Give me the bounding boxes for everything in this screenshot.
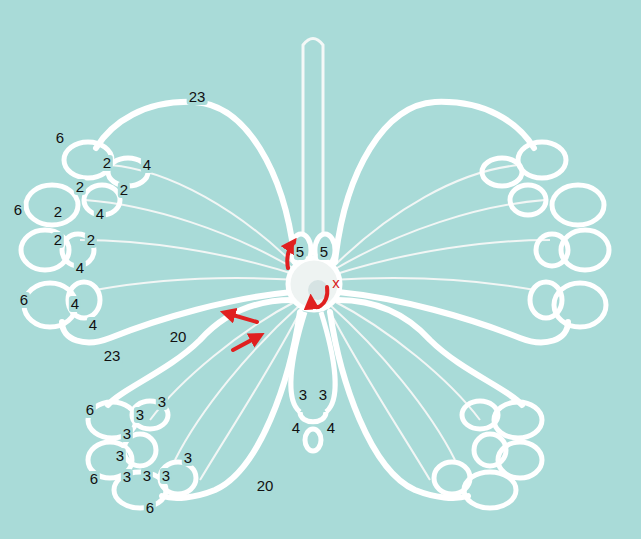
direction-arrows <box>226 243 327 350</box>
callout-number: 3 <box>114 448 126 464</box>
callout-number: 2 <box>74 179 86 195</box>
callout-number: 6 <box>144 500 156 516</box>
body-ring <box>288 258 340 310</box>
callout-number: 20 <box>168 329 189 345</box>
callout-number: 6 <box>54 130 66 146</box>
callout-number: 4 <box>141 157 153 173</box>
callout-number: 2 <box>52 204 64 220</box>
right-wings <box>328 102 609 508</box>
callout-number: 6 <box>18 292 30 308</box>
start-mark: x <box>330 275 342 291</box>
callout-number: 3 <box>121 426 133 442</box>
callout-number: 3 <box>182 450 194 466</box>
callout-number: 4 <box>290 420 302 436</box>
callout-number: 2 <box>118 182 130 198</box>
callout-number: 6 <box>88 471 100 487</box>
callout-number: 3 <box>121 469 133 485</box>
callout-number: 23 <box>187 89 208 105</box>
callout-number: 2 <box>52 232 64 248</box>
hanging-loop <box>303 39 323 236</box>
callout-number: 5 <box>318 244 330 260</box>
callout-number: 4 <box>74 260 86 276</box>
callout-number: 4 <box>94 206 106 222</box>
left-wings <box>21 102 302 508</box>
callout-number: 3 <box>297 387 309 403</box>
callout-number: 4 <box>69 296 81 312</box>
callout-number: 2 <box>101 155 113 171</box>
callout-number: 6 <box>84 402 96 418</box>
callout-number: 4 <box>87 317 99 333</box>
callout-number: 3 <box>156 394 168 410</box>
callout-number: 3 <box>160 468 172 484</box>
callout-number: 3 <box>141 468 153 484</box>
callout-number: 23 <box>102 348 123 364</box>
callout-number: 6 <box>12 202 24 218</box>
callout-number: 20 <box>255 478 276 494</box>
callout-number: 4 <box>325 420 337 436</box>
callout-number: 3 <box>134 407 146 423</box>
callout-number: 2 <box>85 232 97 248</box>
callout-number: 5 <box>294 244 306 260</box>
callout-number: 3 <box>317 387 329 403</box>
